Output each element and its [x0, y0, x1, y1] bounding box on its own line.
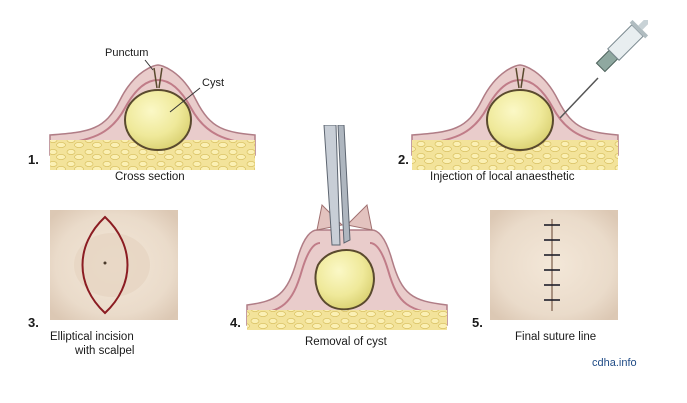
cross-section-illustration	[49, 59, 256, 170]
step-number: 2.	[398, 152, 409, 167]
step-5-panel: 5. Final suture line	[470, 205, 640, 365]
suture-illustration	[490, 210, 618, 320]
step-caption-line2: with scalpel	[75, 345, 135, 357]
step-caption: Injection of local anaesthetic	[430, 171, 575, 183]
punctum-label: Punctum	[105, 47, 149, 59]
cyst-label: Cyst	[202, 77, 224, 89]
step-caption: Cross section	[115, 171, 185, 183]
step-number: 4.	[230, 315, 241, 330]
step-3-panel: 3. Elliptical incision with scalpel	[28, 205, 190, 365]
step-caption: Removal of cyst	[305, 336, 387, 348]
step-4-panel: 4. Removal of cyst	[230, 125, 452, 355]
step-number: 1.	[28, 152, 39, 167]
incision-illustration	[50, 210, 178, 320]
removal-illustration	[246, 125, 448, 330]
step-caption: Final suture line	[515, 331, 597, 343]
step-1-panel: Punctum Cyst 1. Cross section	[28, 40, 260, 190]
step-number: 3.	[28, 315, 39, 330]
credit-text: cdha.info	[592, 357, 637, 369]
step-caption-line1: Elliptical incision	[50, 331, 134, 343]
step-2-panel: 2. Injection of local anaesthetic	[398, 20, 648, 190]
injection-illustration	[411, 20, 648, 170]
step-number: 5.	[472, 315, 483, 330]
